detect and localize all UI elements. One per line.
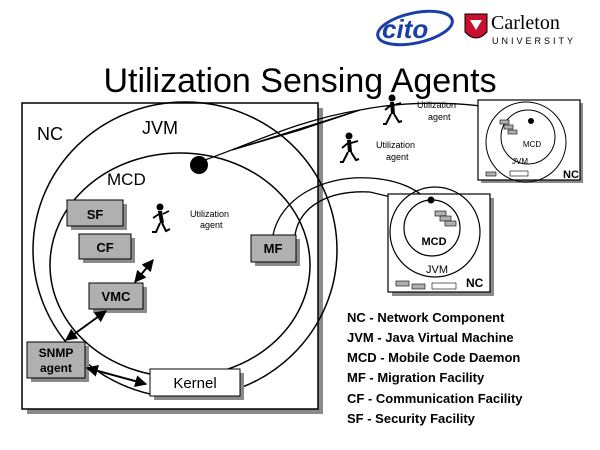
utilization-agent-icon <box>152 203 171 233</box>
main-nc-label: NC <box>37 124 63 144</box>
legend-item: MCD - Mobile Code Daemon <box>347 350 520 365</box>
main-agent-label-line1: Utilization <box>190 209 229 219</box>
legend-item: SF - Security Facility <box>347 411 476 426</box>
sf-label: SF <box>87 207 104 222</box>
small-node-nc-label: NC <box>563 169 579 181</box>
mid-agent-label-line2: agent <box>386 152 409 162</box>
snmp-label-line1: SNMP <box>39 346 74 360</box>
remote-node-small <box>477 99 583 183</box>
agent-vmc-arrow <box>134 259 154 283</box>
vmc-label: VMC <box>102 289 132 304</box>
vmc-snmp-arrow <box>65 310 107 341</box>
cf-box: CF <box>78 233 135 263</box>
snmp-kernel-arrow <box>85 365 148 387</box>
legend-item: NC - Network Component <box>347 310 505 325</box>
snmp-label-line2: agent <box>40 361 72 375</box>
migration-path-top <box>204 102 531 161</box>
main-jvm-label: JVM <box>142 118 178 138</box>
carleton-crest-icon <box>464 13 488 39</box>
cito-logo-text: cito <box>382 14 428 44</box>
legend: NC - Network Component JVM - Java Virtua… <box>347 310 523 426</box>
kernel-label: Kernel <box>173 375 216 392</box>
migrating-agent-mid-icon <box>340 132 360 163</box>
large-node-mcd-label: MCD <box>421 236 446 248</box>
remote-node-large <box>387 186 494 296</box>
mf-label: MF <box>264 241 283 256</box>
sf-box: SF <box>66 199 127 230</box>
main-mcd-label: MCD <box>107 170 146 189</box>
legend-item: JVM - Java Virtual Machine <box>347 330 514 345</box>
cito-logo: cito <box>376 9 454 47</box>
top-agent-label-line2: agent <box>428 112 451 122</box>
top-agent-label-line1: Utilization <box>417 100 456 110</box>
migration-point-dot <box>190 156 208 174</box>
snmp-agent-box: SNMP agent <box>26 341 89 382</box>
main-agent-label-line2: agent <box>200 220 223 230</box>
carleton-university: UNIVERSITY <box>492 36 576 46</box>
vmc-box: VMC <box>88 282 147 313</box>
slide-title: Utilization Sensing Agents <box>103 62 496 100</box>
small-node-jvm-label: JVM <box>512 157 528 166</box>
migration-path-mid-inner <box>294 191 396 236</box>
small-node-mcd-label: MCD <box>523 140 541 149</box>
cf-label: CF <box>96 240 113 255</box>
kernel-box: Kernel <box>149 368 244 400</box>
legend-item: CF - Communication Facility <box>347 391 523 406</box>
large-node-jvm-label: JVM <box>426 264 448 276</box>
migration-wedge-top <box>231 109 361 151</box>
legend-item: MF - Migration Facility <box>347 370 485 385</box>
migrating-agent-top-icon <box>383 94 403 125</box>
mf-box: MF <box>250 234 300 266</box>
large-node-nc-label: NC <box>466 276 484 290</box>
mid-agent-label-line1: Utilization <box>376 140 415 150</box>
carleton-name: Carleton <box>491 12 560 34</box>
